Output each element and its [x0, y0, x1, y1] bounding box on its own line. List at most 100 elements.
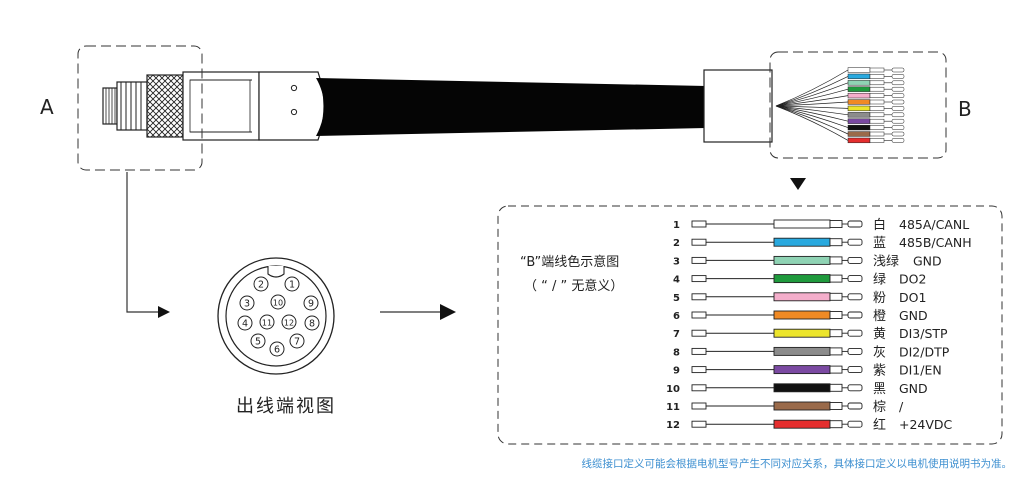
- fan-wire-9: [775, 105, 905, 124]
- wire-color-swatch: [773, 219, 831, 229]
- wire-color-name: 黑: [873, 382, 886, 397]
- wire-number: 3: [673, 256, 680, 267]
- wire-signal: GND: [899, 308, 928, 323]
- wire-signal: DO2: [899, 272, 926, 287]
- cable-assembly: [102, 67, 905, 144]
- wire-color-swatch: [773, 274, 831, 284]
- wire-number: 8: [673, 347, 680, 358]
- wire-number: 10: [666, 384, 680, 395]
- legend-row-12: 12 红 +24VDC: [666, 417, 952, 433]
- wire-signal: DI1/EN: [899, 363, 942, 378]
- fan-wire-3: [775, 80, 905, 107]
- pin-label: 3: [244, 299, 250, 310]
- pin-label: 9: [308, 299, 314, 310]
- pin-10: 10: [270, 294, 286, 310]
- wire-signal: DO1: [899, 290, 926, 305]
- pin-8: 8: [304, 315, 320, 331]
- wire-number: 6: [673, 311, 680, 322]
- wire-color-swatch: [773, 292, 831, 302]
- pin-label: 8: [309, 319, 315, 330]
- end-a-box: [77, 45, 203, 171]
- wire-number: 12: [666, 420, 680, 431]
- wire-color-name: 黄: [873, 327, 886, 342]
- wire-color-name: 浅绿: [873, 254, 899, 269]
- pin-label: 10: [273, 299, 283, 308]
- black-cable: [316, 78, 706, 136]
- wire-color-name: 灰: [873, 345, 886, 360]
- pin-label: 6: [274, 345, 280, 356]
- relief-hole-top: [290, 84, 298, 92]
- wire-color-swatch: [773, 419, 831, 429]
- wire-color-name: 橙: [873, 309, 886, 324]
- pin-12: 12: [281, 314, 297, 330]
- wire-signal: 485B/CANH: [899, 235, 972, 250]
- pin-7: 7: [289, 333, 305, 349]
- wire-number: 1: [673, 220, 680, 231]
- wire-color-name: 红: [873, 417, 886, 433]
- wire-color-swatch: [773, 401, 831, 411]
- legend-note: （ “ / ” 无意义）: [524, 278, 623, 294]
- fan-wire-6: [775, 99, 905, 107]
- wire-number: 9: [673, 366, 680, 377]
- fan-wire-11: [775, 105, 905, 137]
- key-notch: [267, 266, 285, 278]
- wire-number: 5: [673, 293, 680, 304]
- wire-color-swatch: [773, 310, 831, 320]
- wire-color-name: 白: [873, 217, 886, 233]
- strain-relief: [258, 71, 325, 141]
- wire-color-swatch: [773, 237, 831, 247]
- fan-wire-7: [775, 105, 905, 112]
- wire-color-swatch: [773, 346, 831, 356]
- wire-color-swatch: [773, 255, 831, 265]
- arrow-b-down: [790, 178, 806, 190]
- pin-4: 4: [237, 315, 253, 331]
- fan-wire-5: [775, 92, 905, 107]
- fan-wire-8: [775, 105, 905, 118]
- fan-wire-4: [775, 86, 905, 107]
- wire-color-name: 蓝: [873, 236, 886, 251]
- connector-housing: [182, 71, 260, 141]
- connector-neck: [116, 81, 148, 131]
- legend-box: [497, 205, 1003, 445]
- wire-color-name: 粉: [873, 291, 886, 306]
- fan-wire-1: [775, 67, 905, 107]
- pin-label: 12: [284, 319, 294, 328]
- legend-row-6: 6 橙 GND: [673, 308, 928, 324]
- pin-label: 2: [258, 280, 264, 291]
- wire-color-swatch: [773, 365, 831, 375]
- legend-row-5: 5 粉 DO1: [673, 290, 926, 306]
- pin-2: 2: [253, 276, 269, 292]
- wire-color-swatch: [773, 383, 831, 393]
- wire-number: 7: [673, 329, 680, 340]
- wire-signal: /: [899, 399, 904, 414]
- wire-color-name: 紫: [873, 364, 886, 379]
- relief-hole-bottom: [290, 108, 298, 116]
- pin-label: 4: [242, 319, 248, 330]
- fan-wire-12: [775, 105, 905, 144]
- wire-signal: +24VDC: [899, 417, 953, 432]
- legend-row-7: 7 黄 DI3/STP: [673, 326, 948, 342]
- pin-6: 6: [269, 341, 285, 357]
- legend-row-8: 8 灰 DI2/DTP: [673, 344, 950, 360]
- legend-row-9: 9 紫 DI1/EN: [673, 363, 942, 379]
- wire-signal: GND: [913, 253, 942, 268]
- legend-row-1: 1 白 485A/CANL: [673, 217, 969, 233]
- thread-lines: [105, 88, 116, 124]
- fan-wire-10: [775, 105, 905, 131]
- pin-label: 11: [262, 319, 272, 328]
- fan-wire-2: [775, 73, 905, 107]
- wire-number: 11: [666, 402, 680, 413]
- wire-signal: DI2/DTP: [899, 344, 950, 359]
- wire-signal: GND: [899, 381, 928, 396]
- end-a-label: A: [40, 95, 54, 119]
- legend-row-10: 10 黑 GND: [666, 381, 928, 397]
- end-b-box: [769, 51, 947, 159]
- pin-3: 3: [239, 295, 255, 311]
- wire-signal: DI3/STP: [899, 326, 948, 341]
- wire-signal: 485A/CANL: [899, 217, 969, 232]
